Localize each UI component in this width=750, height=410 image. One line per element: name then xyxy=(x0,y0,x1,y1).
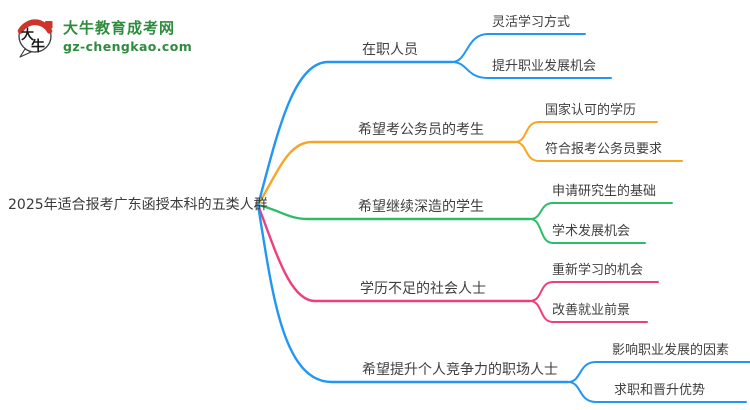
daniu-logo-icon: 大 牛 xyxy=(17,19,53,58)
branch-node-2: 希望考公务员的考生 xyxy=(358,122,484,138)
branch-node-5: 希望提升个人竞争力的职场人士 xyxy=(362,362,558,378)
branch-node-4: 学历不足的社会人士 xyxy=(360,281,486,297)
logo-url: gz-chengkao.com xyxy=(63,38,193,54)
logo-seal xyxy=(45,21,53,29)
branch-line-3 xyxy=(256,202,673,244)
branch-line-2 xyxy=(256,121,683,207)
branch-line-5 xyxy=(256,203,750,403)
child-node-4-2: 改善就业前景 xyxy=(552,303,631,318)
branch-line-4 xyxy=(256,203,659,323)
child-node-5-2: 求职和晋升优势 xyxy=(614,383,706,398)
branch-node-3: 希望继续深造的学生 xyxy=(358,199,484,215)
child-node-1-2: 提升职业发展机会 xyxy=(492,59,597,74)
child-node-3-1: 申请研究生的基础 xyxy=(552,184,657,199)
root-node: 2025年适合报考广东函授本科的五类人群 xyxy=(8,197,268,213)
logo-char-niu: 牛 xyxy=(31,38,45,55)
child-node-4-1: 重新学习的机会 xyxy=(552,263,644,278)
logo-title: 大牛教育成考网 xyxy=(63,18,176,37)
logo-char-da: 大 xyxy=(21,27,34,43)
child-node-2-2: 符合报考公务员要求 xyxy=(545,142,663,157)
child-node-3-2: 学术发展机会 xyxy=(552,224,631,239)
branch-node-1: 在职人员 xyxy=(362,42,418,58)
branch-line-1 xyxy=(256,33,612,207)
child-node-2-1: 国家认可的学历 xyxy=(545,103,637,118)
child-node-1-1: 灵活学习方式 xyxy=(492,15,571,30)
child-node-5-1: 影响职业发展的因素 xyxy=(612,343,730,358)
site-logo: 大 牛 大牛教育成考网 gz-chengkao.com xyxy=(14,12,192,58)
